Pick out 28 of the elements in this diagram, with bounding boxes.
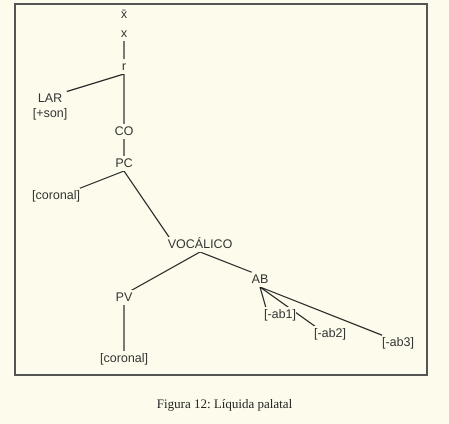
tree-branch-line (260, 286, 384, 337)
tree-node-label: PV (116, 290, 132, 305)
tree-branch-line (124, 170, 170, 238)
tree-node-label: VOCÁLICO (168, 237, 232, 252)
tree-branch-line (65, 73, 124, 93)
tree-branch-line (130, 251, 200, 292)
tree-node-label: [-ab3] (382, 335, 414, 350)
tree-node-label: AB (252, 272, 268, 287)
tree-node-label: PC (115, 156, 133, 171)
tree-node-label: CO (114, 124, 134, 139)
tree-node-label: [coronal] (100, 351, 148, 366)
tree-node-label: [-ab1] (264, 307, 296, 322)
tree-node-label: [+son] (32, 106, 68, 121)
tree-branch-line (123, 139, 125, 157)
figure-caption: Figura 12: Líquida palatal (156, 396, 294, 412)
tree-node-label: r (122, 59, 126, 74)
tree-branch-line (78, 170, 124, 190)
tree-node-label: [-ab2] (314, 326, 346, 341)
tree-branch-line (123, 74, 125, 125)
tree-branch-line (259, 286, 267, 308)
tree-node-label: [coronal] (32, 188, 80, 203)
tree-branch-line (123, 305, 125, 352)
tree-branch-line (123, 41, 125, 60)
tree-node-label: x̄ (120, 7, 128, 22)
tree-node-label: x (120, 26, 128, 41)
tree-node-label: LAR (38, 91, 62, 106)
tree-branch-line (200, 251, 254, 274)
tree-branch-line (260, 286, 316, 328)
